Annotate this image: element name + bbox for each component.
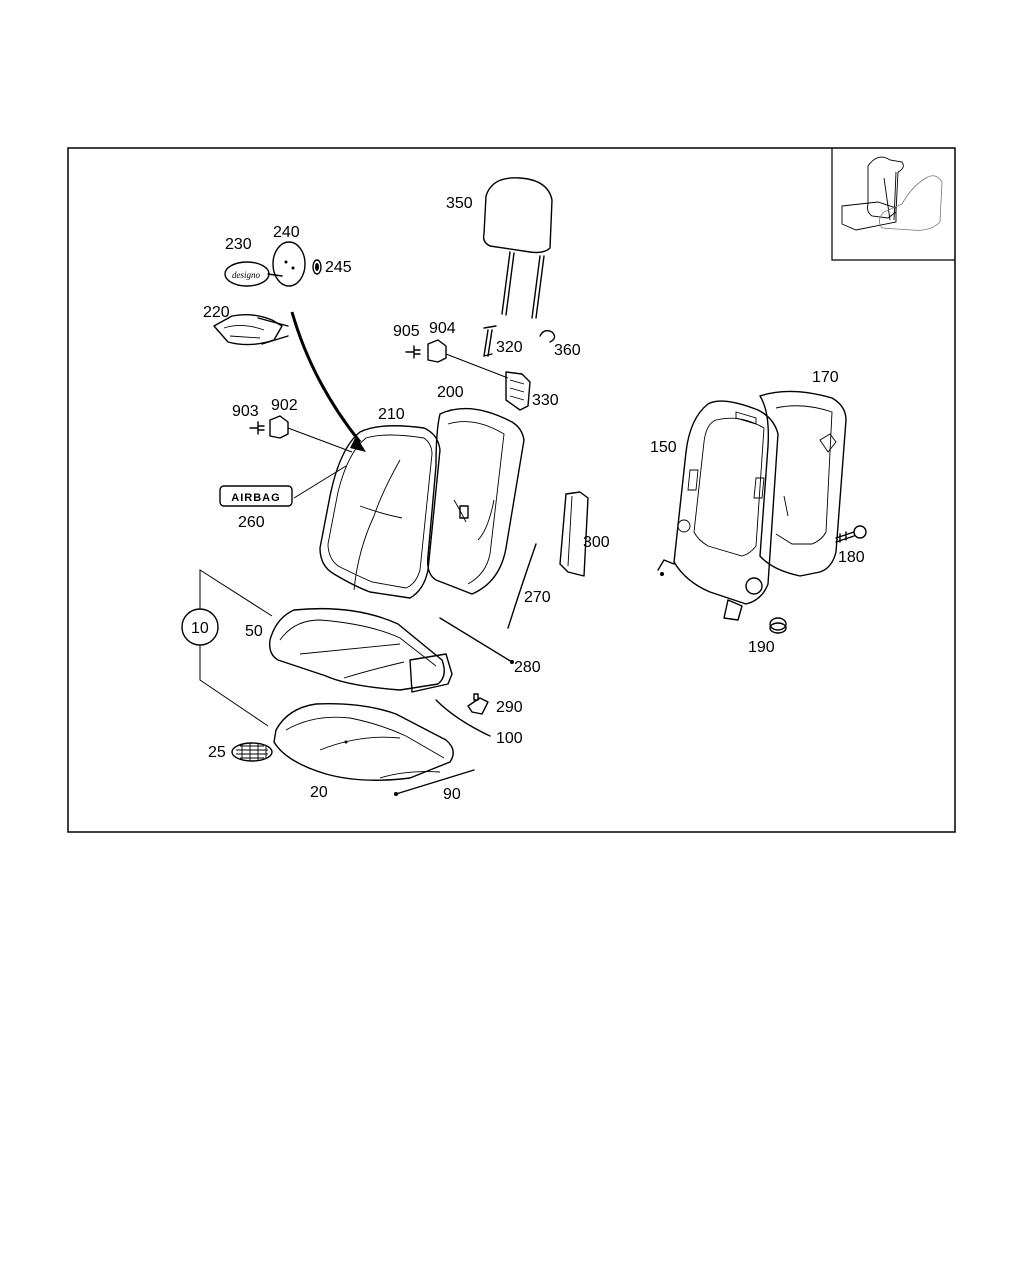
part-360-clip-ring	[539, 329, 556, 343]
part-220-emblem-holder	[213, 313, 289, 346]
part-902-bracket	[269, 415, 353, 453]
airbag-badge-text: AIRBAG	[231, 492, 280, 504]
part-904-bracket	[427, 339, 509, 379]
label-p230: 230	[225, 236, 252, 253]
label-p50: 50	[245, 623, 263, 640]
label-p190: 190	[748, 639, 775, 656]
part-270-rod	[507, 543, 537, 629]
group-10-bracket	[181, 569, 273, 727]
part-190-nut	[769, 617, 787, 634]
label-p280: 280	[514, 659, 541, 676]
label-p290: 290	[496, 699, 523, 716]
part-210-backrest-cover	[319, 425, 441, 599]
label-p25: 25	[208, 744, 226, 761]
part-260-airbag-badge: AIRBAG	[219, 465, 347, 507]
label-p10: 10	[191, 620, 209, 637]
part-903-clip	[249, 421, 265, 435]
label-p200: 200	[437, 384, 464, 401]
label-p170: 170	[812, 369, 839, 386]
label-p270: 270	[524, 589, 551, 606]
label-p240: 240	[273, 224, 300, 241]
label-p90: 90	[443, 786, 461, 803]
label-p903: 903	[232, 403, 259, 420]
assembly-arrow	[290, 311, 366, 452]
part-50-seat-cushion-cover	[268, 607, 453, 693]
label-p210: 210	[378, 406, 405, 423]
part-300-side-bolster	[559, 491, 589, 577]
part-350-headrest	[482, 177, 553, 319]
part-320-pin	[483, 325, 497, 357]
label-p904: 904	[429, 320, 456, 337]
callout-labels: 350 230 240 245 220 905 904 320 360 200 …	[191, 195, 865, 803]
part-25-vent-grille	[231, 742, 273, 762]
label-p320: 320	[496, 339, 523, 356]
svg-text:designo: designo	[232, 270, 260, 280]
label-p905: 905	[393, 323, 420, 340]
label-p150: 150	[650, 439, 677, 456]
part-90-rod	[394, 769, 475, 796]
part-200-backrest-padding	[426, 407, 525, 595]
part-100-rod	[435, 699, 491, 737]
part-20-seat-cushion-padding	[273, 703, 454, 781]
label-p300: 300	[583, 534, 610, 551]
label-p360: 360	[554, 342, 581, 359]
part-290-clip	[467, 693, 489, 715]
label-p902: 902	[271, 397, 298, 414]
diagram-frame	[67, 147, 956, 833]
part-240-disc	[272, 241, 306, 287]
label-p260: 260	[238, 514, 265, 531]
label-p220: 220	[203, 304, 230, 321]
label-p20: 20	[310, 784, 328, 801]
seat-overview-thumbnail-icon	[831, 148, 955, 261]
part-330-connector	[505, 371, 531, 411]
part-280-rod	[439, 617, 514, 664]
label-p330: 330	[532, 392, 559, 409]
part-150-backrest-frame	[657, 400, 779, 621]
part-180-screw	[835, 525, 867, 543]
label-p350: 350	[446, 195, 473, 212]
label-p100: 100	[496, 730, 523, 747]
part-905-clip	[405, 345, 421, 359]
label-p180: 180	[838, 549, 865, 566]
label-p245: 245	[325, 259, 352, 276]
part-245-nut	[312, 259, 322, 275]
part-170-backrest-rear-panel	[759, 390, 847, 577]
